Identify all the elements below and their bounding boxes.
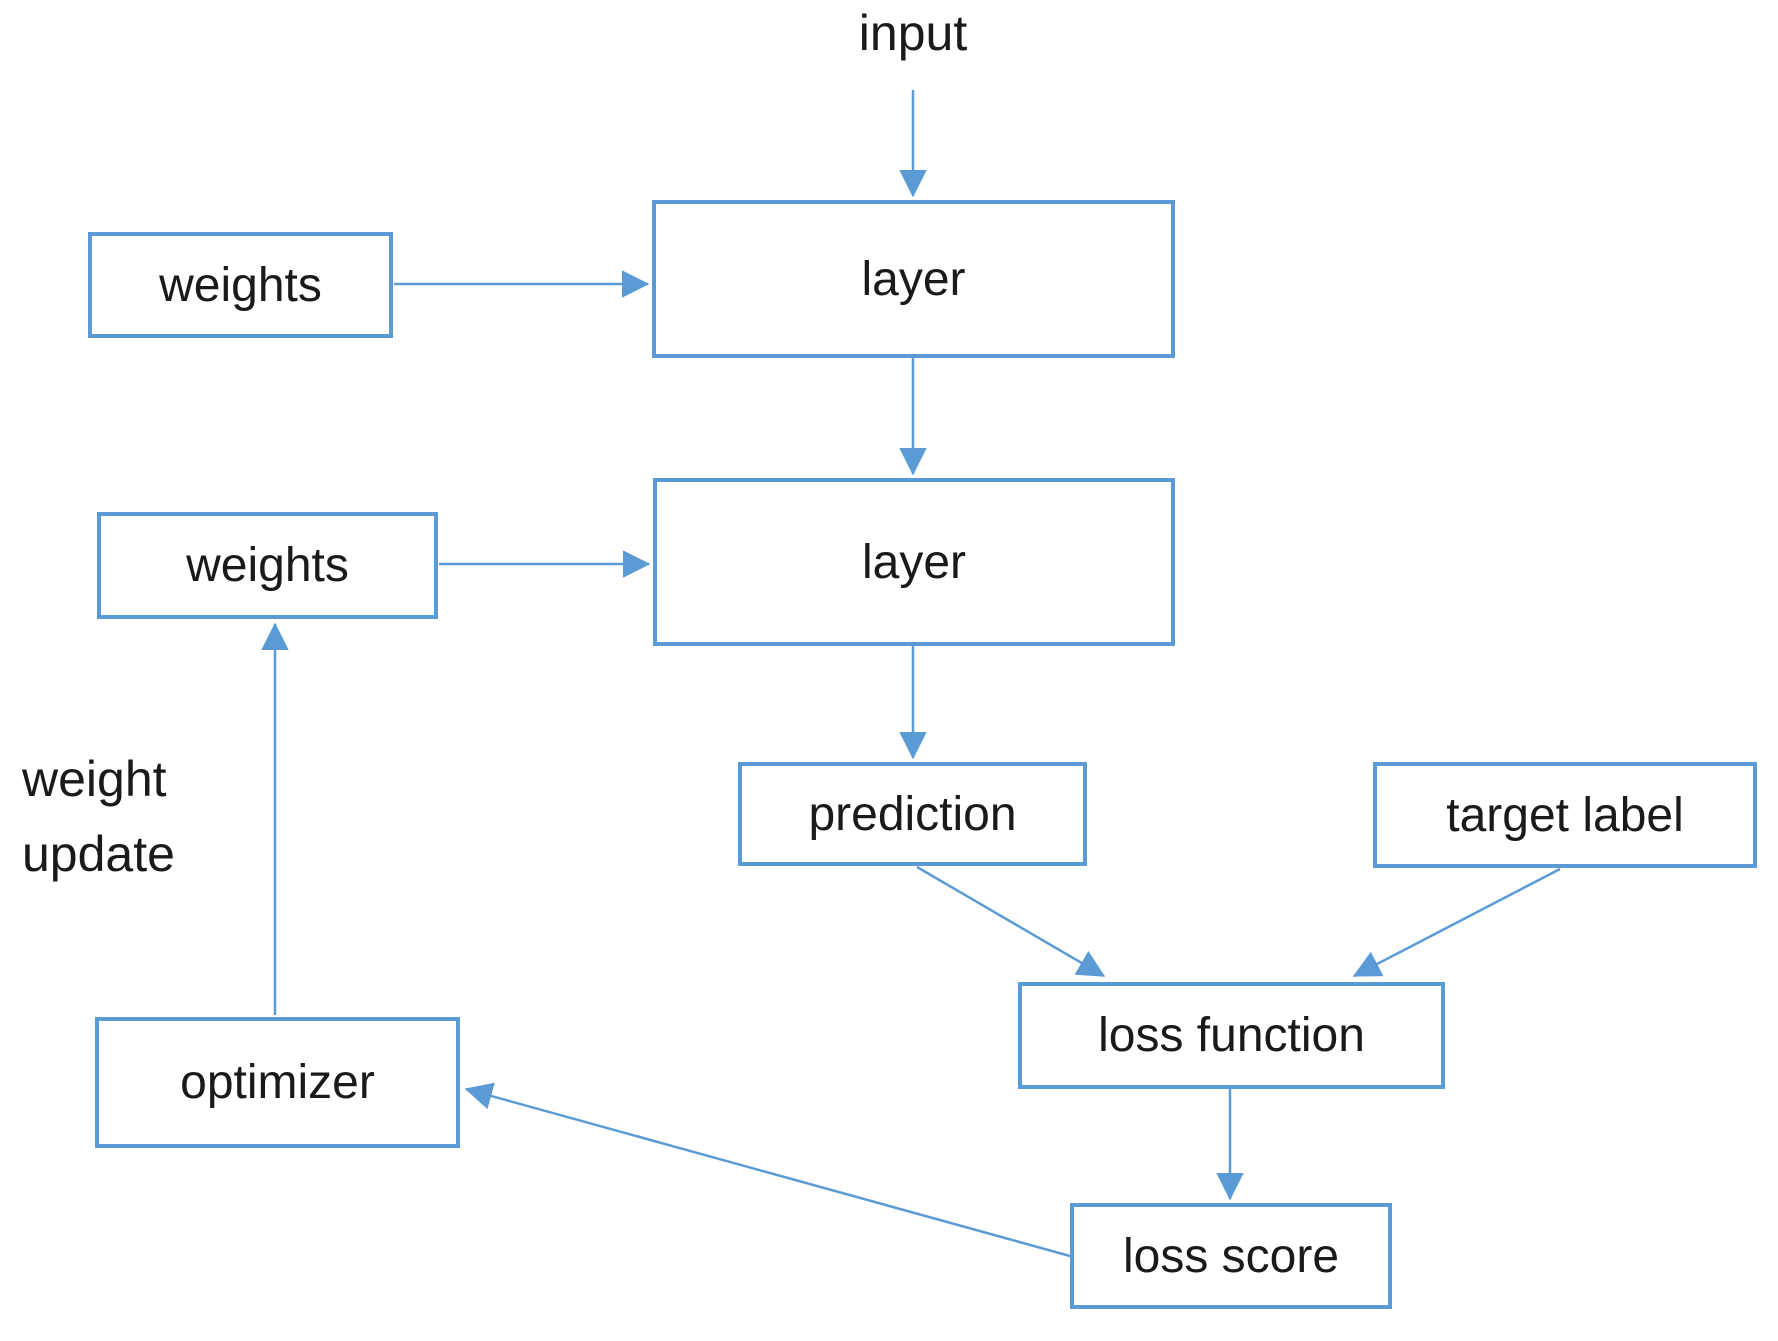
node-layer-top: layer [652,200,1175,358]
node-layer-mid: layer [653,478,1175,646]
arrow-loss-score-to-optimizer [464,1082,1071,1258]
node-loss-function: loss function [1018,982,1445,1089]
node-target-label: target label [1373,762,1757,868]
node-weights-mid: weights [97,512,438,619]
weight-update-label: weight update [22,751,175,882]
node-loss-score: loss score [1070,1203,1392,1309]
node-prediction: prediction [738,762,1087,866]
input-label: input [858,5,968,61]
node-optimizer: optimizer [95,1017,460,1148]
arrow-target-label-to-loss-function [1352,867,1561,978]
arrow-prediction-to-loss-function [916,865,1106,978]
node-weights-top: weights [88,232,393,338]
